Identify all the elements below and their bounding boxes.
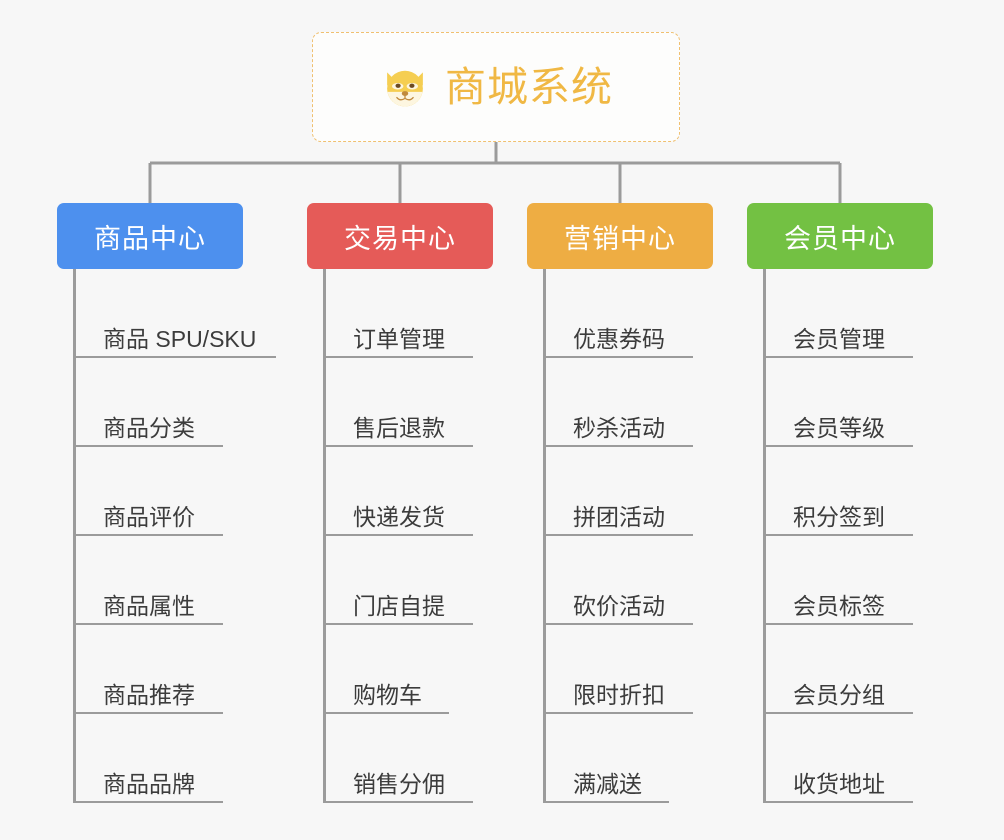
category-header-marketing-center[interactable]: 营销中心 [527,203,713,269]
leaf-item-underline [543,356,693,358]
leaf-item-underline [763,356,913,358]
leaf-item[interactable]: 商品属性 [73,536,243,625]
leaf-item-underline [763,534,913,536]
leaf-item-underline [543,534,693,536]
leaf-item-label: 优惠券码 [573,325,665,352]
leaf-item-label: 销售分佣 [353,770,445,797]
leaf-item-underline [73,356,276,358]
leaf-item-label: 购物车 [353,681,422,708]
leaf-item-underline [543,712,693,714]
leaf-item-underline [543,623,693,625]
leaf-item[interactable]: 门店自提 [323,536,493,625]
leaf-item-underline [763,712,913,714]
leaf-item[interactable]: 销售分佣 [323,714,493,803]
leaf-item-label: 商品评价 [103,503,195,530]
category-header-trade-center[interactable]: 交易中心 [307,203,493,269]
leaf-item-underline [323,623,473,625]
leaf-item-label: 售后退款 [353,414,445,441]
leaf-item-label: 订单管理 [353,325,445,352]
leaf-item-underline [73,445,223,447]
leaf-item-label: 门店自提 [353,592,445,619]
leaf-item-underline [73,801,223,803]
leaf-item[interactable]: 会员等级 [763,358,933,447]
leaf-item-underline [763,445,913,447]
root-title: 商城系统 [445,63,613,110]
leaf-item-label: 快递发货 [353,503,445,530]
category-header-label: 交易中心 [344,223,456,254]
category-column-member-center: 会员中心会员管理会员等级积分签到会员标签会员分组收货地址 [747,203,933,803]
leaf-item[interactable]: 快递发货 [323,447,493,536]
leaf-item-label: 商品属性 [103,592,195,619]
column-spine [323,269,326,803]
category-header-label: 商品中心 [94,223,206,254]
leaf-item[interactable]: 收货地址 [763,714,933,803]
leaf-item-label: 商品分类 [103,414,195,441]
leaf-item-underline [323,356,473,358]
leaf-item-label: 积分签到 [793,503,885,530]
category-header-label: 会员中心 [784,223,896,254]
leaf-item[interactable]: 限时折扣 [543,625,713,714]
leaf-item[interactable]: 拼团活动 [543,447,713,536]
leaf-item[interactable]: 商品分类 [73,358,243,447]
leaf-item-label: 会员标签 [793,592,885,619]
leaf-item-list: 优惠券码秒杀活动拼团活动砍价活动限时折扣满减送 [543,269,713,803]
category-column-marketing-center: 营销中心优惠券码秒杀活动拼团活动砍价活动限时折扣满减送 [527,203,713,803]
leaf-item-underline [543,445,693,447]
leaf-item-list: 会员管理会员等级积分签到会员标签会员分组收货地址 [763,269,933,803]
leaf-item[interactable]: 商品 SPU/SKU [73,269,276,358]
leaf-item-label: 商品 SPU/SKU [103,325,257,352]
leaf-item-underline [323,712,449,714]
leaf-item-label: 满减送 [573,770,642,797]
leaf-item-list: 订单管理售后退款快递发货门店自提购物车销售分佣 [323,269,493,803]
leaf-item-underline [73,712,223,714]
leaf-item-underline [763,623,913,625]
leaf-item-underline [763,801,913,803]
leaf-item-underline [73,534,223,536]
category-header-label: 营销中心 [564,223,676,254]
leaf-item[interactable]: 订单管理 [323,269,493,358]
leaf-item[interactable]: 会员分组 [763,625,933,714]
leaf-item-underline [543,801,669,803]
leaf-item-label: 会员管理 [793,325,885,352]
category-column-trade-center: 交易中心订单管理售后退款快递发货门店自提购物车销售分佣 [307,203,493,803]
leaf-item-label: 砍价活动 [573,592,665,619]
leaf-item-underline [73,623,223,625]
leaf-item[interactable]: 秒杀活动 [543,358,713,447]
shiba-dog-face-icon [387,70,423,107]
leaf-item[interactable]: 优惠券码 [543,269,713,358]
category-header-product-center[interactable]: 商品中心 [57,203,243,269]
column-spine [73,269,76,803]
leaf-item[interactable]: 商品评价 [73,447,243,536]
leaf-item-label: 收货地址 [793,770,885,797]
leaf-item-label: 会员等级 [793,414,885,441]
leaf-item-underline [323,445,473,447]
leaf-item-list: 商品 SPU/SKU 商品分类商品评价商品属性商品推荐商品品牌 [73,269,276,803]
leaf-item-underline [323,534,473,536]
leaf-item-label: 限时折扣 [573,681,665,708]
category-column-product-center: 商品中心商品 SPU/SKU 商品分类商品评价商品属性商品推荐商品品牌 [57,203,276,803]
leaf-item-label: 秒杀活动 [573,414,665,441]
leaf-item[interactable]: 商品品牌 [73,714,243,803]
leaf-item-label: 会员分组 [793,681,885,708]
leaf-item-label: 商品推荐 [103,681,195,708]
leaf-item[interactable]: 积分签到 [763,447,933,536]
root-node[interactable]: 商城系统 [312,32,680,142]
leaf-item[interactable]: 会员标签 [763,536,933,625]
leaf-item-underline [323,801,473,803]
leaf-item[interactable]: 购物车 [323,625,493,714]
leaf-item[interactable]: 砍价活动 [543,536,713,625]
leaf-item[interactable]: 商品推荐 [73,625,243,714]
leaf-item[interactable]: 售后退款 [323,358,493,447]
category-header-member-center[interactable]: 会员中心 [747,203,933,269]
leaf-item-label: 拼团活动 [573,503,665,530]
leaf-item[interactable]: 满减送 [543,714,713,803]
leaf-item-label: 商品品牌 [103,770,195,797]
column-spine [543,269,546,803]
leaf-item[interactable]: 会员管理 [763,269,933,358]
column-spine [763,269,766,803]
